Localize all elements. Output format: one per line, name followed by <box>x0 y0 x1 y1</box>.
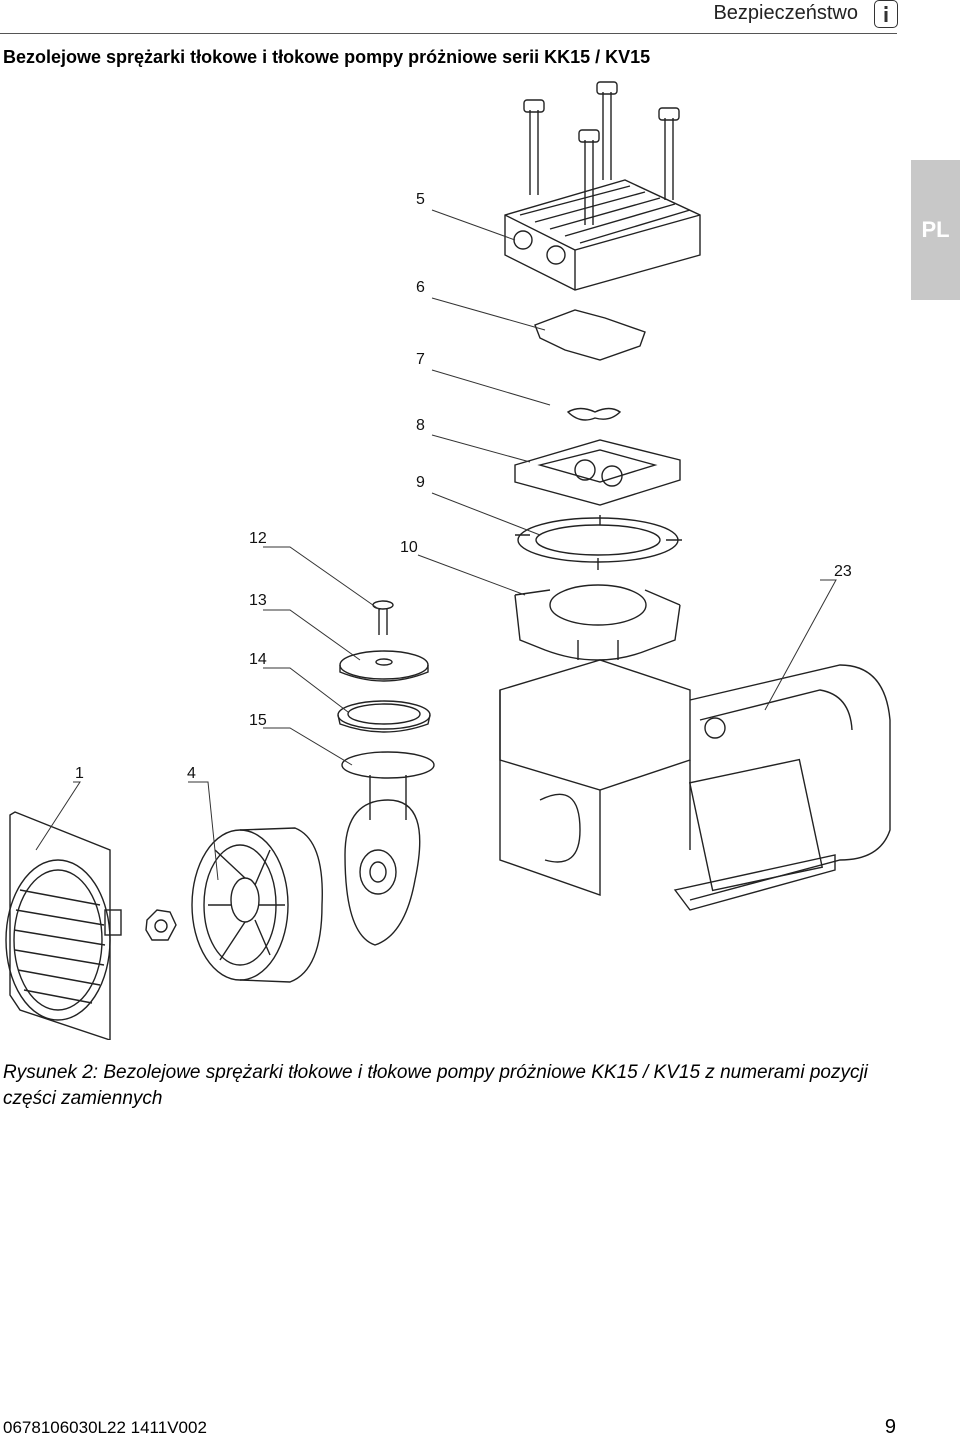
callout-4: 4 <box>187 765 196 782</box>
cooling-fan <box>191 827 323 983</box>
cylinder <box>514 584 681 661</box>
callout-7: 7 <box>416 351 425 368</box>
fan-cover <box>5 811 122 1040</box>
connecting-rod <box>341 751 435 946</box>
page-number: 9 <box>884 1416 896 1438</box>
cylinder-seal-ring <box>515 515 682 570</box>
document-code: 0678106030L22 1411V002 <box>3 1418 207 1437</box>
page-title: Bezolejowe sprężarki tłokowe i tłokowe p… <box>3 47 651 67</box>
header-rule <box>0 33 897 34</box>
valve-plate <box>514 439 681 506</box>
callout-23: 23 <box>834 563 852 580</box>
piston-screw <box>372 600 394 635</box>
piston-cup <box>337 700 431 733</box>
valve-flap <box>566 407 622 421</box>
head-bolts <box>523 81 680 225</box>
cylinder-head <box>504 179 701 291</box>
callout-12: 12 <box>249 530 267 547</box>
callout-1: 1 <box>75 765 84 782</box>
piston-disc <box>339 650 429 682</box>
callout-8: 8 <box>416 417 425 434</box>
callout-5: 5 <box>416 191 425 208</box>
section-header: Bezpieczeństwo <box>713 2 858 24</box>
callout-10: 10 <box>400 539 418 556</box>
callout-9: 9 <box>416 474 425 491</box>
exploded-view-diagram: 5 6 7 8 9 10 12 13 14 15 23 1 4 <box>5 81 891 1040</box>
language-tab: PL <box>911 160 960 300</box>
callout-13: 13 <box>249 592 267 609</box>
head-gasket <box>534 309 646 361</box>
callout-15: 15 <box>249 712 267 729</box>
callout-14: 14 <box>249 651 267 668</box>
callout-6: 6 <box>416 279 425 296</box>
info-icon <box>874 0 898 28</box>
figure-caption: Rysunek 2: Bezolejowe sprężarki tłokowe … <box>3 1062 868 1109</box>
fan-nut <box>145 909 177 941</box>
motor-housing <box>499 659 891 911</box>
